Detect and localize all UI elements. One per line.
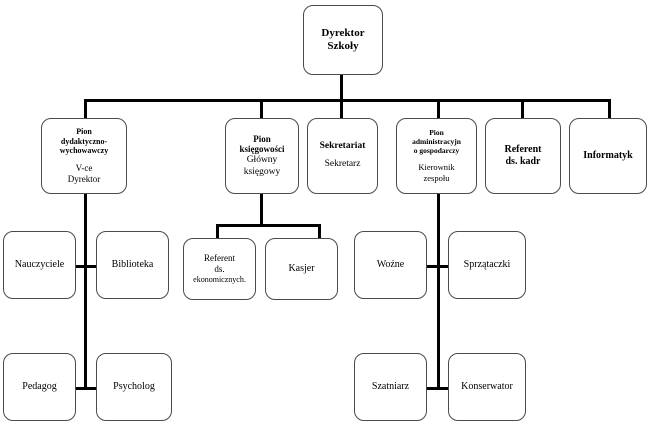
node-pion-dydaktyczny-title-line3: wychowawczy	[59, 146, 109, 156]
node-konserwator-label: Konserwator	[461, 380, 513, 392]
connector-drop-sekretariat	[340, 99, 343, 118]
node-wozne-label: Woźne	[376, 258, 405, 270]
node-pion-administracyjno-gospodarczy[interactable]: Pion administracyjn o gospodarczy Kierow…	[396, 118, 477, 194]
node-referent-ds-ekonomicznych[interactable]: Referent ds. ekonomicznych.	[183, 238, 256, 300]
node-kasjer[interactable]: Kasjer	[265, 238, 338, 300]
node-pion-ksiegowosci-sub-line2: księgowy	[243, 166, 281, 177]
node-biblioteka-label: Biblioteka	[111, 258, 154, 270]
node-kasjer-label: Kasjer	[288, 262, 315, 274]
node-pion-administracyjny-title-line2: administracyjn	[412, 136, 461, 146]
node-pedagog-label: Pedagog	[22, 380, 57, 392]
connector-director-stem	[340, 74, 343, 101]
node-szatniarz-label: Szatniarz	[371, 380, 410, 392]
node-director-title-line1: Dyrektor	[321, 27, 365, 40]
node-nauczyciele-label: Nauczyciele	[14, 258, 65, 270]
connector-drop-referent-ekonomicznych	[216, 224, 219, 240]
node-referent-ds-kadr[interactable]: Referent ds. kadr	[485, 118, 561, 194]
connector-crossbar-szatniarz-konserwator	[415, 387, 463, 390]
connector-drop-informatyk	[608, 99, 611, 118]
connector-drop-pion-dydaktyczny	[84, 99, 87, 118]
node-pion-administracyjny-sub-line1: Kierownik	[418, 162, 455, 173]
connector-drop-kasjer	[318, 224, 321, 240]
node-informatyk-title: Informatyk	[583, 150, 633, 162]
node-referent-ekonomicznych-line1: Referent	[204, 253, 235, 264]
node-informatyk[interactable]: Informatyk	[569, 118, 647, 194]
node-psycholog-label: Psycholog	[113, 380, 155, 392]
connector-crossbar-wozne-sprzataczki	[415, 265, 463, 268]
connector-ksiegowosc-bracket	[216, 224, 321, 227]
node-referent-ekonomicznych-line3: ekonomicznych.	[193, 275, 246, 285]
node-pion-ksiegowosci[interactable]: Pion księgowości Główny księgowy	[225, 118, 299, 194]
node-referent-kadr-title-line1: Referent	[504, 144, 542, 156]
connector-crossbar-nauczyciele-biblioteka	[62, 265, 110, 268]
node-pion-dydaktyczny-sub-line2: Dyrektor	[67, 173, 101, 184]
connector-drop-pion-administracyjny	[437, 99, 440, 118]
node-sekretariat-title: Sekretariat	[319, 141, 366, 152]
node-nauczyciele[interactable]: Nauczyciele	[3, 231, 76, 299]
node-referent-kadr-title-line2: ds. kadr	[505, 156, 541, 167]
node-pion-administracyjny-sub-line2: zespołu	[423, 172, 450, 183]
node-pion-administracyjny-title-line3: o gospodarczy	[413, 145, 460, 155]
connector-ksiegowosc-stem	[260, 194, 263, 226]
node-sekretariat-subtitle: Sekretarz	[324, 159, 361, 170]
node-psycholog[interactable]: Psycholog	[96, 353, 172, 421]
node-pion-dydaktyczno-wychowawczy[interactable]: Pion dydaktyczno- wychowawczy V-ce Dyrek…	[41, 118, 127, 194]
node-sprzataczki[interactable]: Sprzątaczki	[448, 231, 526, 299]
node-sekretariat[interactable]: Sekretariat Sekretarz	[307, 118, 378, 194]
node-wozne[interactable]: Woźne	[354, 231, 427, 299]
node-sprzataczki-label: Sprzątaczki	[463, 258, 511, 270]
node-konserwator[interactable]: Konserwator	[448, 353, 526, 421]
node-pion-ksiegowosci-sub-line1: Główny	[246, 155, 278, 166]
node-pion-dydaktyczny-title-line1: Pion	[76, 127, 92, 137]
node-pion-ksiegowosci-title-line2: księgowości	[239, 144, 285, 155]
connector-main-bus	[84, 99, 611, 102]
node-pion-dydaktyczny-title-line2: dydaktyczno-	[60, 136, 108, 146]
connector-trunk-left	[84, 194, 87, 390]
node-referent-ekonomicznych-line2: ds.	[214, 264, 225, 275]
node-pion-ksiegowosci-title-line1: Pion	[253, 133, 271, 144]
node-biblioteka[interactable]: Biblioteka	[96, 231, 169, 299]
connector-drop-referent-kadr	[521, 99, 524, 118]
connector-trunk-right	[437, 194, 440, 390]
node-pion-administracyjny-title-line1: Pion	[429, 127, 444, 137]
node-director[interactable]: Dyrektor Szkoły	[303, 5, 383, 75]
node-director-title-line2: Szkoły	[327, 40, 359, 52]
connector-drop-pion-ksiegowosci	[260, 99, 263, 118]
connector-crossbar-pedagog-psycholog	[62, 387, 110, 390]
node-szatniarz[interactable]: Szatniarz	[354, 353, 427, 421]
node-pedagog[interactable]: Pedagog	[3, 353, 76, 421]
node-pion-dydaktyczny-sub-line1: V-ce	[75, 162, 93, 173]
